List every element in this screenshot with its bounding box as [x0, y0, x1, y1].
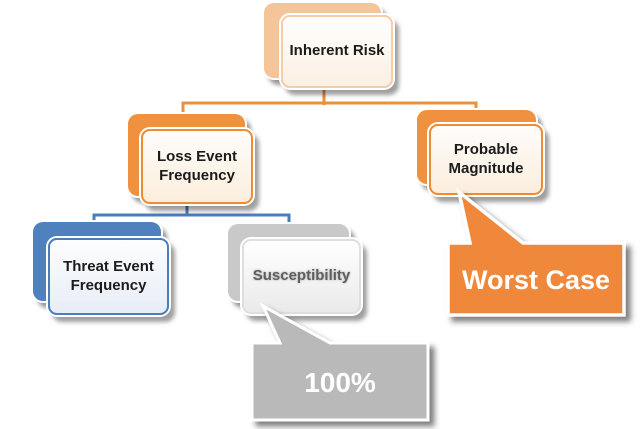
node-label: Threat Event Frequency — [63, 257, 154, 294]
callout-worst-case: Worst Case — [446, 187, 626, 317]
callout-label: Worst Case — [462, 265, 610, 295]
callout-label: 100% — [304, 367, 376, 398]
node-loss-event-frequency: Loss Event Frequency — [128, 114, 268, 214]
card-front-layer: Inherent Risk — [281, 15, 393, 88]
callout-susceptibility-value: 100% — [250, 302, 430, 422]
card-front-layer: Susceptibility — [242, 239, 361, 314]
node-susceptibility: Susceptibility — [228, 224, 378, 324]
node-label: Probable Magnitude — [448, 140, 524, 177]
card-front-layer: Probable Magnitude — [429, 124, 543, 195]
speech-bubble-shape — [446, 187, 626, 317]
node-inherent-risk: Inherent Risk — [264, 3, 404, 98]
speech-bubble-shape — [250, 302, 430, 422]
node-label: Inherent Risk — [289, 42, 385, 60]
node-label: Susceptibility — [252, 267, 351, 285]
card-front-layer: Threat Event Frequency — [48, 238, 169, 315]
node-probable-magnitude: Probable Magnitude — [417, 110, 557, 205]
node-label: Loss Event Frequency — [156, 147, 238, 184]
node-threat-event-frequency: Threat Event Frequency — [33, 222, 183, 327]
card-front-layer: Loss Event Frequency — [141, 129, 253, 204]
